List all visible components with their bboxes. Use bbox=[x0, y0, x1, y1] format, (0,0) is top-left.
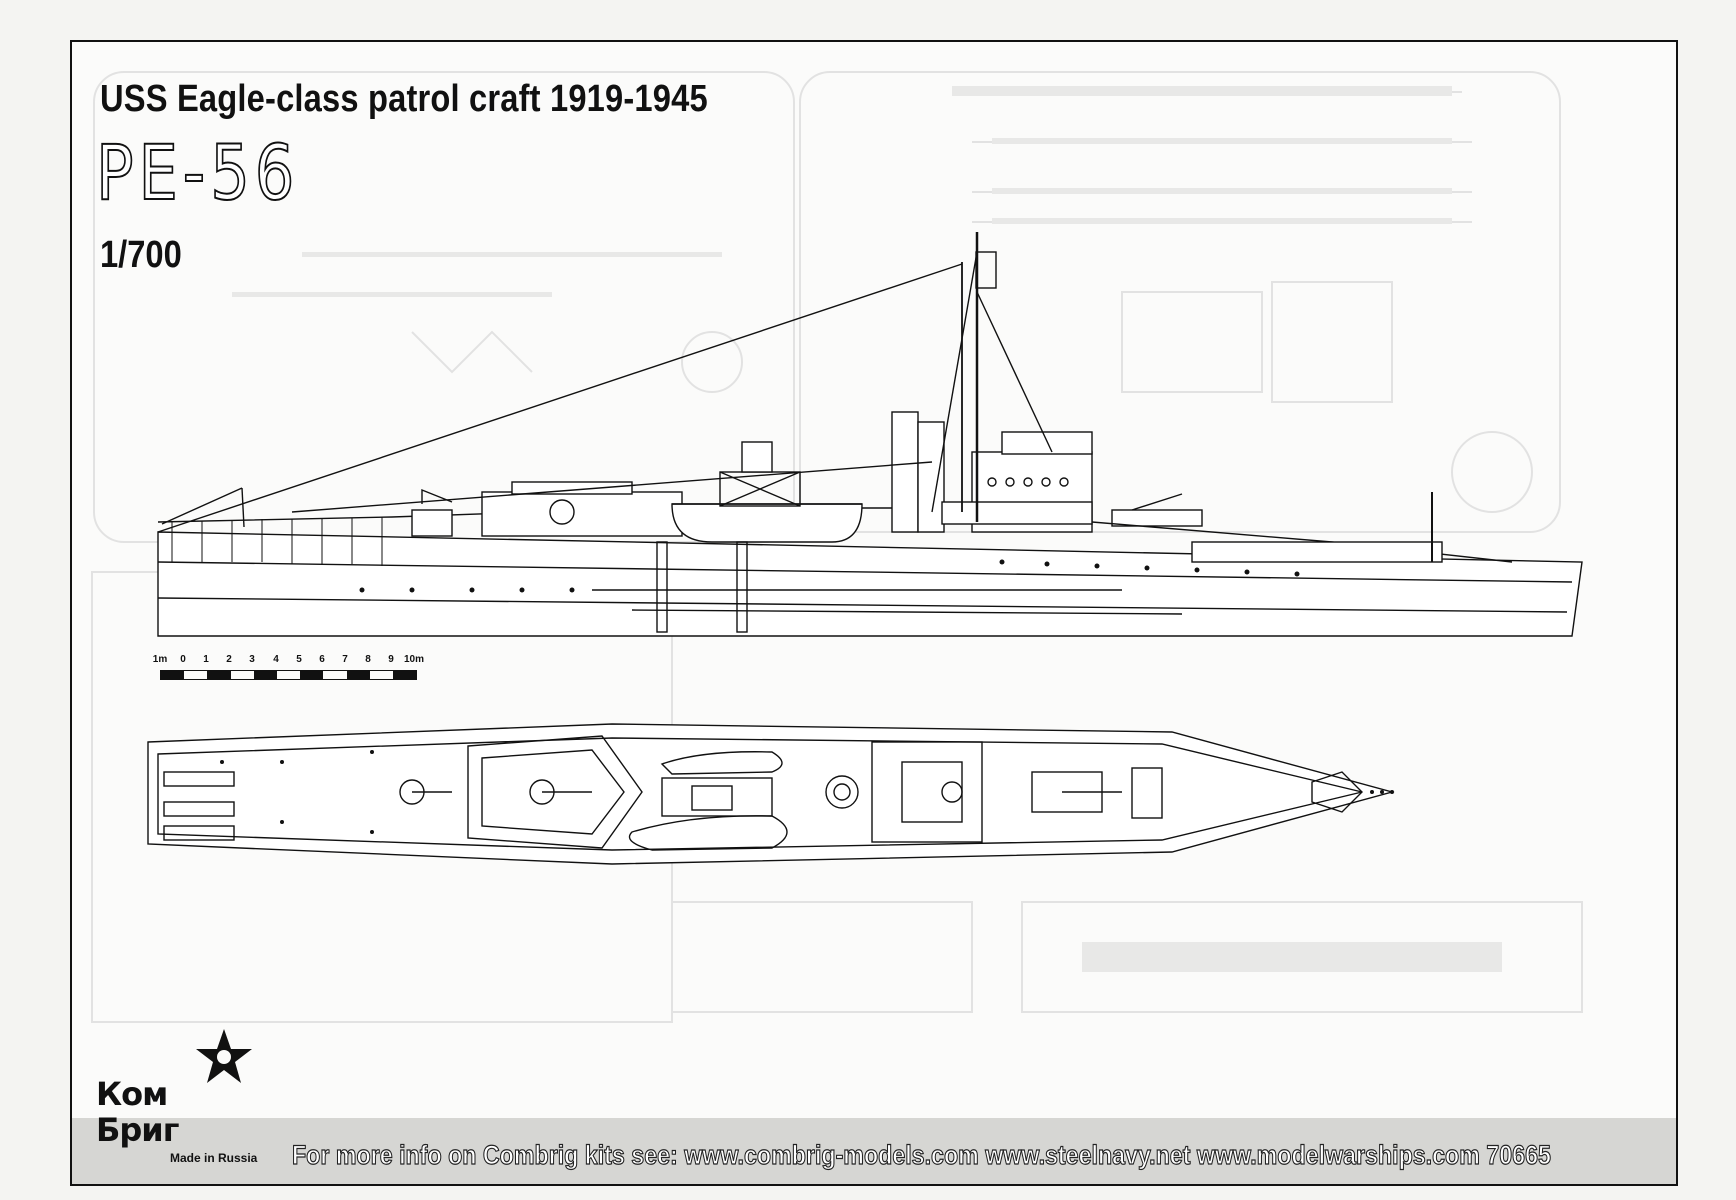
ship-drawings bbox=[147, 232, 1583, 865]
hull-designation: PE-56 bbox=[95, 127, 300, 218]
star-icon bbox=[196, 1029, 252, 1083]
scale-bar-label: 2 bbox=[226, 654, 232, 665]
scale-bar-graphic bbox=[160, 670, 417, 680]
scale-bar-label: 9 bbox=[388, 654, 394, 665]
scale-label: 1/700 bbox=[100, 234, 182, 276]
combrig-logo: Ком Бриг Made in Russia bbox=[86, 1027, 286, 1177]
scale-bar-label: 6 bbox=[319, 654, 325, 665]
scale-bar-label: 8 bbox=[365, 654, 371, 665]
logo-text-line2: Бриг bbox=[96, 1111, 179, 1149]
scale-bar: 1m 0 1 2 3 4 5 6 7 8 9 10m bbox=[153, 654, 424, 694]
scale-bar-label: 7 bbox=[342, 654, 348, 665]
bleed-through-background bbox=[91, 71, 1583, 1023]
page-title: USS Eagle-class patrol craft 1919-1945 bbox=[100, 78, 708, 120]
scale-bar-label: 1m bbox=[152, 654, 168, 665]
instruction-sheet: USS Eagle-class patrol craft 1919-1945 P… bbox=[70, 40, 1678, 1186]
scale-bar-label: 1 bbox=[203, 654, 209, 665]
scale-bar-label: 0 bbox=[180, 654, 186, 665]
side-profile-drawing bbox=[157, 232, 1583, 637]
scale-bar-label: 4 bbox=[273, 654, 279, 665]
plan-view-drawing bbox=[147, 723, 1395, 865]
scale-bar-label: 3 bbox=[249, 654, 255, 665]
logo-text-line1: Ком bbox=[96, 1075, 168, 1113]
logo-tagline: Made in Russia bbox=[170, 1151, 258, 1165]
footer-info-text: For more info on Combrig kits see: www.c… bbox=[291, 1139, 1551, 1170]
footer-band: For more info on Combrig kits see: www.c… bbox=[72, 1118, 1676, 1184]
scale-bar-label: 10m bbox=[403, 654, 425, 665]
scale-bar-label: 5 bbox=[296, 654, 302, 665]
